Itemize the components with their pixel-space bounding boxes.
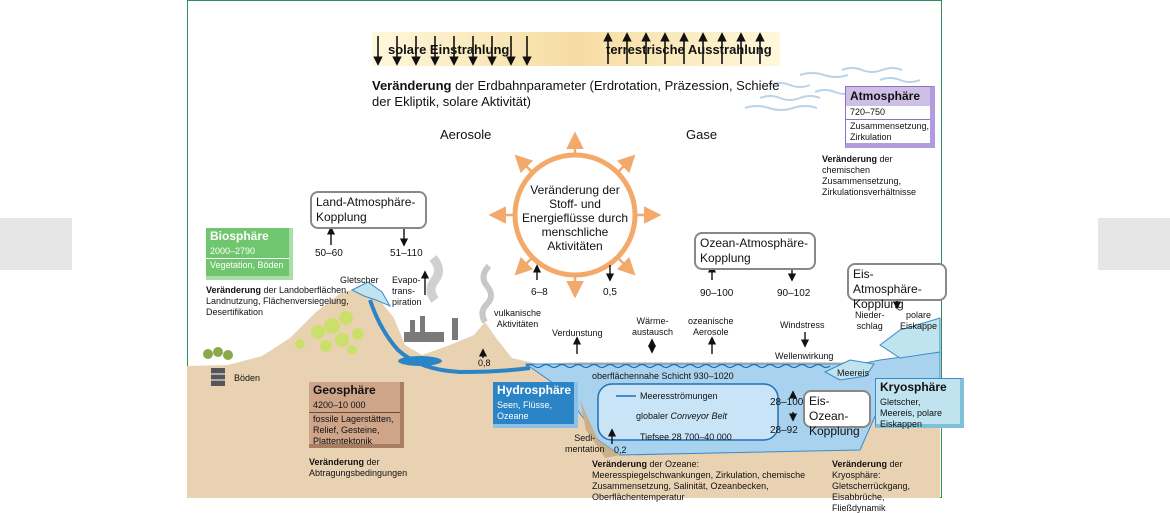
- cryosphere-box: Kryosphäre Gletscher, Meereis, polare Ei…: [875, 378, 964, 429]
- wind-stress-label: Windstress: [780, 320, 825, 330]
- geosphere-desc: fossile Lagerstätten, Relief, Gesteine, …: [313, 414, 394, 446]
- precipitation-label: Nieder-schlag: [855, 310, 885, 331]
- conveyor-belt-label: globaler Conveyor Belt: [636, 411, 728, 421]
- ocean-coupling-right-value: 90–102: [777, 288, 811, 299]
- biosphere-desc: Vegetation, Böden: [210, 260, 284, 270]
- conveyor-loop: [597, 383, 779, 441]
- terrestrial-radiation-label: terrestrische Ausstrahlung: [606, 42, 772, 57]
- biosphere-title: Biosphäre: [210, 229, 269, 243]
- heat-exchange-label: Wärme-austausch: [632, 316, 674, 337]
- evaporation-label: Verdunstung: [552, 328, 603, 338]
- land-coupling-right-value: 51–110: [390, 248, 423, 259]
- ocean-change: Veränderung der Ozeane: Meeresspiegelsch…: [592, 459, 806, 502]
- cryosphere-title: Kryosphäre: [880, 380, 947, 394]
- cryosphere-desc: Gletscher, Meereis, polare Eiskappen: [880, 397, 943, 429]
- factory: [404, 316, 458, 342]
- solar-arrows: [373, 36, 532, 66]
- impact-value-left: 6–8: [531, 287, 548, 298]
- cryosphere-change: Veränderung der Kryosphäre: Gletscherrüc…: [832, 459, 911, 513]
- river: [368, 299, 531, 375]
- gase-label: Gase: [686, 127, 718, 142]
- sedimentation-value: 0,2: [614, 445, 627, 455]
- ocean-atmosphere-coupling: Ozean-Atmosphäre-Kopplung: [694, 232, 816, 270]
- wave-line: [525, 363, 831, 369]
- ice-ocean-coupling: Eis-Ozean-Kopplung: [803, 390, 871, 438]
- ocean-coupling-left-value: 90–100: [700, 288, 734, 299]
- sea-ice: [823, 359, 875, 381]
- volcano-smoke: [479, 263, 494, 324]
- right-gutter: [1098, 218, 1170, 270]
- glacier: [350, 281, 392, 308]
- orbital-change-line1: Veränderung der Erdbahnparameter (Erdrot…: [372, 78, 780, 93]
- aerosole-label: Aerosole: [440, 127, 492, 142]
- impact-value-right: 0,5: [603, 287, 617, 298]
- radiation-band: [372, 32, 780, 66]
- atmosphere-desc: Zusammensetzung, Zirkulation: [850, 121, 930, 142]
- glacier-label: Gletscher: [340, 275, 379, 285]
- atmosphere-change: Veränderung der chemischen Zusammensetzu…: [822, 154, 917, 197]
- sediment-wedge: [580, 400, 620, 458]
- cloud-streaks: [744, 67, 921, 111]
- geosphere-change: Veränderung der Abtragungsbedingungen: [309, 457, 408, 478]
- river-value: 0,8: [478, 358, 491, 368]
- forest-left: [203, 347, 233, 360]
- left-gutter: [0, 218, 72, 270]
- trees: [295, 311, 364, 355]
- terrestrial-arrows: [603, 32, 765, 64]
- sea-ice-label: Meereis: [837, 368, 870, 378]
- orbital-change-line2: der Ekliptik, solare Aktivität): [372, 94, 531, 109]
- biosphere-change: Veränderung der Landoberflächen, Landnut…: [206, 285, 349, 317]
- solar-radiation-label: solare Einstrahlung: [388, 42, 510, 57]
- ice-ocean-top-value: 28–100: [770, 397, 804, 408]
- surface-layer-label: oberflächennahe Schicht 930–1020: [592, 371, 734, 381]
- soil-profile: [211, 368, 225, 386]
- hydrosphere-title: Hydrosphäre: [497, 383, 572, 397]
- atmosphere-box: Atmosphäre 720–750 Zusammensetzung, Zirk…: [845, 86, 935, 148]
- land-coupling-left-value: 50–60: [315, 248, 343, 259]
- polar-ice: [879, 317, 941, 359]
- soil-label: Böden: [234, 373, 261, 383]
- lake: [398, 356, 442, 366]
- ocean-currents-label: Meeresströmungen: [640, 391, 718, 401]
- biosphere-box: Biosphäre 2000–2790 Vegetation, Böden: [206, 228, 293, 280]
- biosphere-value: 2000–2790: [206, 245, 289, 259]
- sedimentation-label: Sedi-mentation: [565, 433, 605, 454]
- land-atmosphere-coupling: Land-Atmosphäre-Kopplung: [310, 191, 427, 229]
- geosphere-value: 4200–10 000: [309, 399, 400, 413]
- wave-action-label: Wellenwirkung: [775, 351, 834, 361]
- hydrosphere-box: Hydrosphäre Seen, Flüsse, Ozeane: [493, 382, 578, 428]
- atmosphere-title: Atmosphäre: [846, 87, 930, 106]
- ice-ocean-bottom-value: 28–92: [770, 425, 798, 436]
- human-impact-text: Veränderung der Stoff- und Energieflüsse…: [521, 183, 629, 253]
- atmosphere-value: 720–750: [846, 106, 930, 120]
- ice-atmosphere-coupling: Eis-Atmosphäre-Kopplung: [847, 263, 947, 311]
- geosphere-title: Geosphäre: [313, 383, 376, 397]
- factory-smoke: [426, 255, 443, 303]
- evapotranspiration-label: Evapo-trans-piration: [392, 275, 422, 307]
- hydrosphere-desc: Seen, Flüsse, Ozeane: [497, 400, 553, 421]
- impact-arrows: [488, 131, 662, 299]
- geosphere-box: Geosphäre 4200–10 000 fossile Lagerstätt…: [309, 382, 404, 448]
- deep-sea-label: Tiefsee 28 700–40 000: [640, 432, 732, 442]
